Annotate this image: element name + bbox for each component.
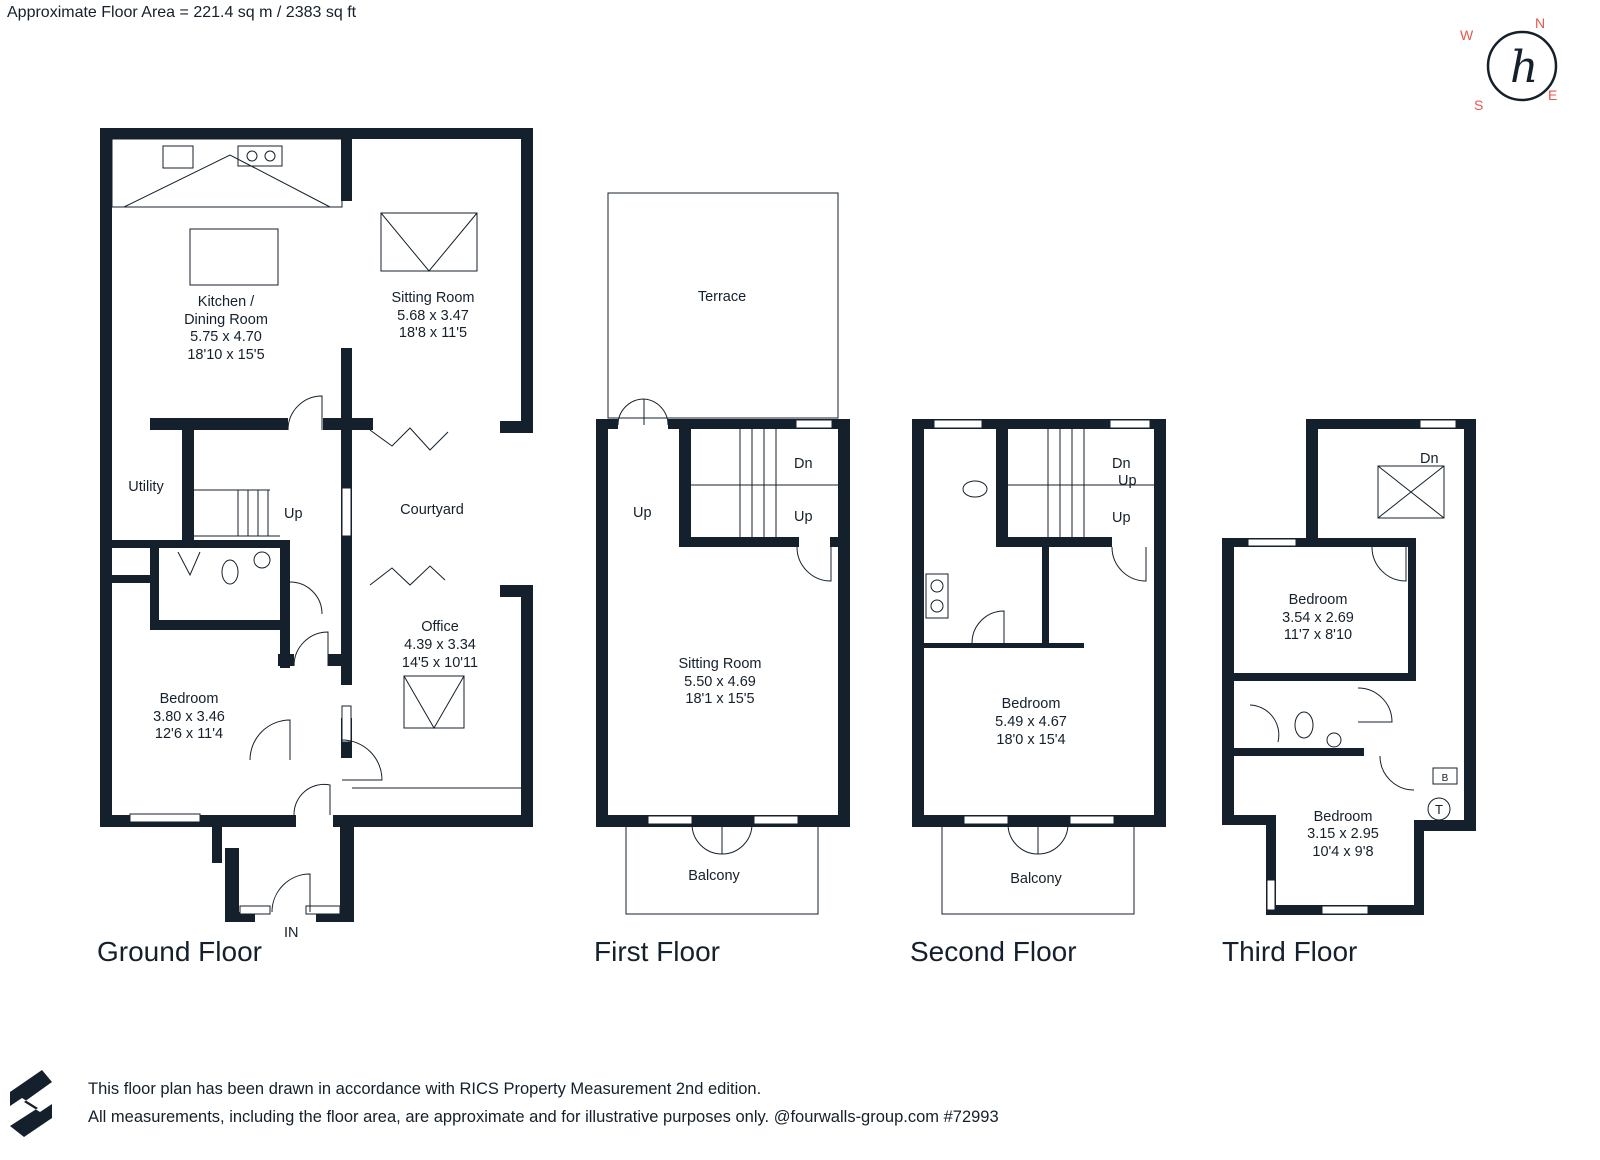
- ground-stair-up-label: Up: [284, 506, 303, 522]
- floor-area-text: Approximate Floor Area = 221.4 sq m / 23…: [7, 4, 357, 21]
- compass-s: S: [1474, 97, 1483, 113]
- third-bedroom2-label: Bedroom: [1314, 809, 1373, 825]
- kitchen-label-2: Dining Room: [184, 312, 268, 328]
- third-floor-plan: [1222, 419, 1476, 915]
- third-bedroom2-size-metric: 3.15 x 2.95: [1307, 826, 1379, 842]
- fourwalls-logo-icon: [10, 1070, 52, 1137]
- tank-label: T: [1435, 802, 1443, 817]
- second-balcony-label: Balcony: [1010, 871, 1062, 887]
- kitchen-size-imperial: 18'10 x 15'5: [187, 347, 264, 363]
- first-sitting-room-size-metric: 5.50 x 4.69: [684, 674, 756, 690]
- compass-w: W: [1460, 27, 1474, 43]
- kitchen-label-1: Kitchen /: [198, 294, 255, 310]
- boiler-label: B: [1442, 773, 1449, 784]
- compass-e: E: [1548, 87, 1557, 103]
- compass-logo-icon: N W S E h: [1460, 15, 1585, 118]
- second-up-label-1: Up: [1118, 473, 1137, 489]
- sitting-room-size-metric: 5.68 x 3.47: [397, 308, 469, 324]
- first-floor-labels: Terrace Up Dn Up Sitting Room 5.50 x 4.6…: [633, 289, 813, 884]
- third-bedroom1-size-metric: 3.54 x 2.69: [1282, 610, 1354, 626]
- sitting-room-size-imperial: 18'8 x 11'5: [399, 325, 467, 341]
- terrace-label: Terrace: [698, 289, 746, 305]
- second-up-label-2: Up: [1112, 510, 1131, 526]
- footer-disclaimer: All measurements, including the floor ar…: [88, 1108, 999, 1126]
- first-stair-up-label: Up: [794, 509, 813, 525]
- third-bedroom2-size-imperial: 10'4 x 9'8: [1312, 844, 1373, 860]
- ground-bedroom-size-metric: 3.80 x 3.46: [153, 709, 225, 725]
- third-dn-label: Dn: [1420, 451, 1439, 467]
- compass-n: N: [1535, 18, 1545, 31]
- kitchen-size-metric: 5.75 x 4.70: [190, 329, 262, 345]
- third-floor-labels: Dn Bedroom 3.54 x 2.69 11'7 x 8'10 Bedro…: [1282, 451, 1449, 860]
- office-label: Office: [421, 619, 459, 635]
- ground-floor-plan: [100, 128, 533, 922]
- second-floor-plan: [912, 419, 1166, 915]
- ground-bedroom-label: Bedroom: [160, 691, 219, 707]
- second-floor-title: Second Floor: [910, 936, 1077, 967]
- first-sitting-room-size-imperial: 18'1 x 15'5: [685, 691, 754, 707]
- entrance-label: IN: [284, 925, 299, 941]
- courtyard-label: Courtyard: [400, 502, 464, 518]
- ground-floor-labels: Kitchen / Dining Room 5.75 x 4.70 18'10 …: [128, 290, 478, 941]
- third-bedroom1-size-imperial: 11'7 x 8'10: [1284, 627, 1352, 643]
- office-size-metric: 4.39 x 3.34: [404, 637, 476, 653]
- second-bedroom-size-imperial: 18'0 x 15'4: [996, 732, 1065, 748]
- sitting-room-label: Sitting Room: [391, 290, 474, 306]
- utility-label: Utility: [128, 479, 164, 495]
- third-floor-title: Third Floor: [1222, 936, 1358, 967]
- first-dn-label: Dn: [794, 456, 813, 472]
- first-floor-plan: [596, 192, 850, 915]
- first-floor-title: First Floor: [594, 936, 720, 967]
- first-up-label: Up: [633, 505, 652, 521]
- compass-monogram: h: [1510, 42, 1538, 93]
- footer-rics-note: This floor plan has been drawn in accord…: [88, 1080, 762, 1098]
- first-balcony-label: Balcony: [688, 868, 740, 884]
- second-bedroom-label: Bedroom: [1002, 696, 1061, 712]
- second-dn-label: Dn: [1112, 456, 1131, 472]
- first-sitting-room-label: Sitting Room: [678, 656, 761, 672]
- second-bedroom-size-metric: 5.49 x 4.67: [995, 714, 1067, 730]
- second-floor-labels: Dn Up Up Bedroom 5.49 x 4.67 18'0 x 15'4…: [995, 456, 1136, 887]
- third-bedroom1-label: Bedroom: [1289, 592, 1348, 608]
- ground-floor-title: Ground Floor: [97, 936, 262, 967]
- ground-bedroom-size-imperial: 12'6 x 11'4: [155, 726, 223, 742]
- office-size-imperial: 14'5 x 10'11: [402, 655, 478, 671]
